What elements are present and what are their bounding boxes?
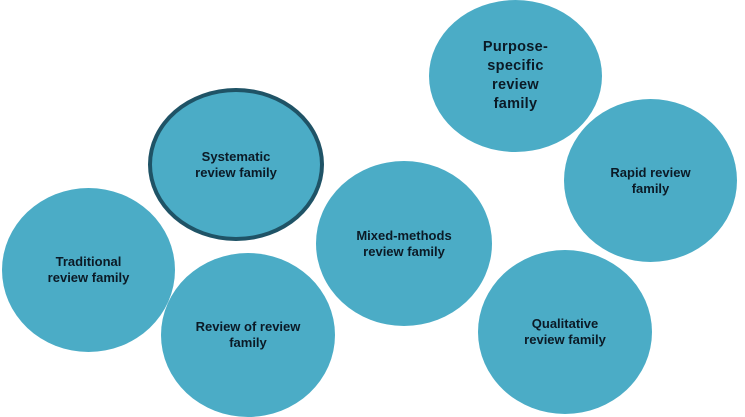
review-of-review-family-bubble: Review of review family bbox=[161, 253, 335, 417]
purpose-specific-review-family-bubble: Purpose- specific review family bbox=[429, 0, 602, 152]
traditional-review-family-bubble: Traditional review family bbox=[2, 188, 175, 352]
systematic-review-family-label: Systematic review family bbox=[195, 148, 277, 180]
rapid-review-family-bubble: Rapid review family bbox=[564, 99, 737, 262]
traditional-review-family-label: Traditional review family bbox=[47, 254, 130, 285]
mixed-methods-review-family-bubble: Mixed-methods review family bbox=[316, 161, 492, 326]
mixed-methods-review-family-label: Mixed-methods review family bbox=[356, 227, 452, 259]
review-of-review-family-label: Review of review family bbox=[195, 319, 301, 350]
qualitative-review-family-label: Qualitative review family bbox=[524, 316, 606, 347]
rapid-review-family-label: Rapid review family bbox=[610, 164, 691, 196]
systematic-review-family-bubble: Systematic review family bbox=[148, 88, 324, 241]
purpose-specific-review-family-label: Purpose- specific review family bbox=[482, 39, 549, 112]
qualitative-review-family-bubble: Qualitative review family bbox=[478, 250, 652, 414]
